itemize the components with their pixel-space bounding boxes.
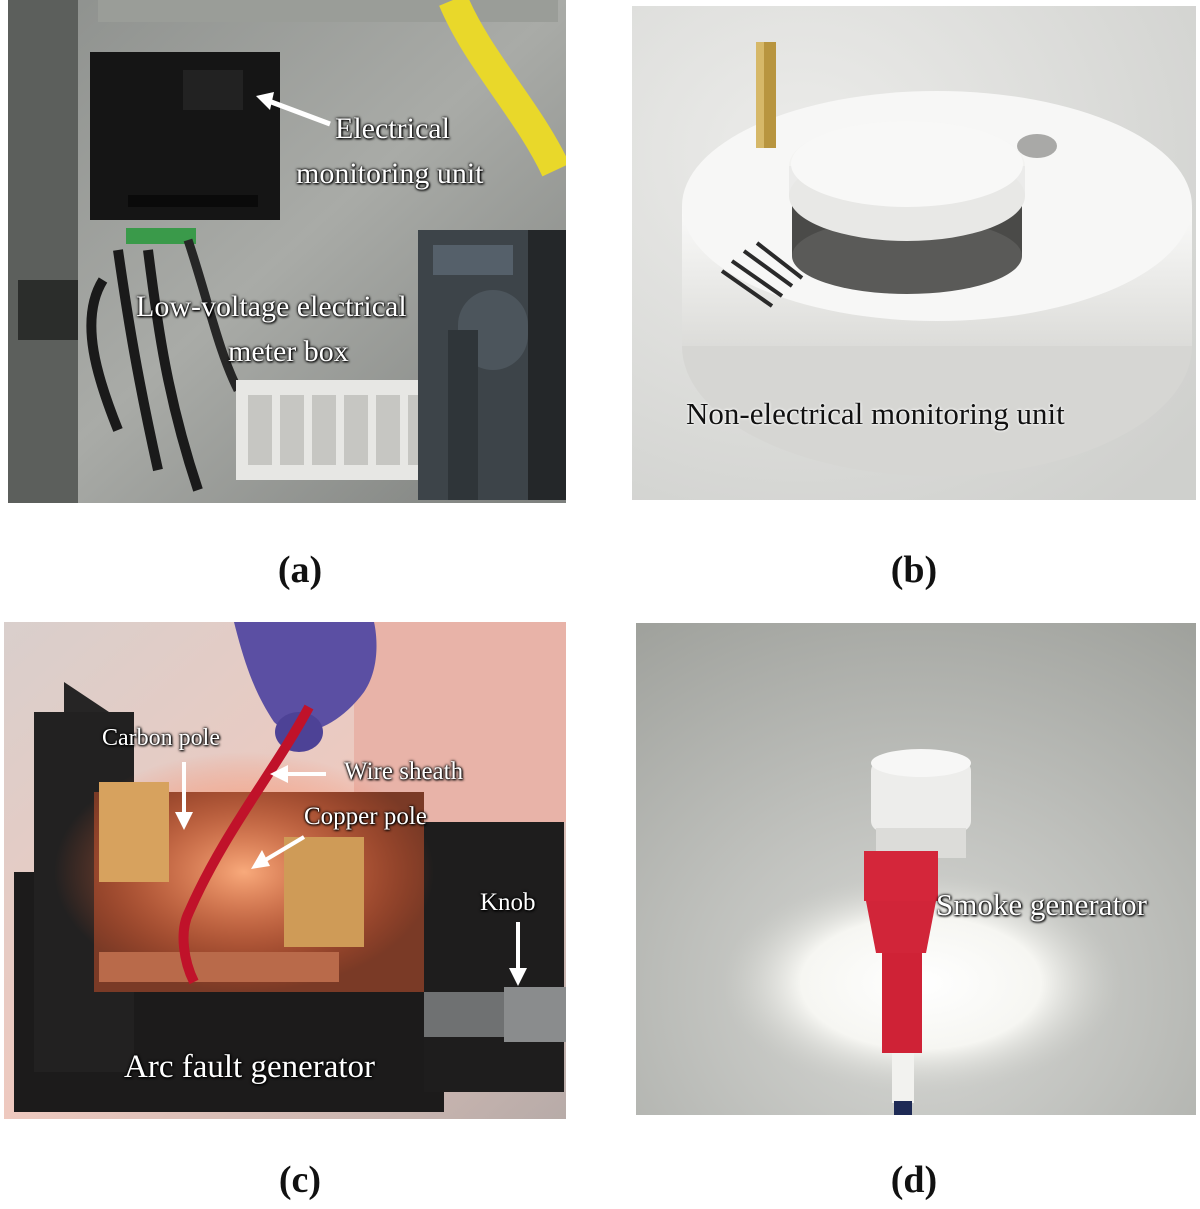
caption-d: (d) <box>890 1159 938 1201</box>
label-arc-fault-generator: Arc fault generator <box>124 1049 376 1085</box>
smoke-generator-photo <box>636 623 1196 1115</box>
caption-b: (b) <box>890 549 938 591</box>
label-electrical-monitoring-unit-line1: Electrical <box>335 112 450 145</box>
label-non-electrical-monitoring-unit: Non-electrical monitoring unit <box>686 396 1065 431</box>
label-carbon-pole: Carbon pole <box>102 725 220 751</box>
photo-panel-c: Carbon pole Wire sheath Copper pole Knob… <box>4 622 566 1119</box>
meter-box-photo <box>8 0 566 503</box>
photo-panel-b: Non-electrical monitoring unit <box>632 6 1196 500</box>
arc-fault-generator-photo <box>4 622 566 1119</box>
caption-a: (a) <box>277 549 323 591</box>
label-electrical-monitoring-unit-line2: monitoring unit <box>296 157 484 190</box>
caption-c: (c) <box>278 1159 322 1201</box>
photo-panel-a: Electrical monitoring unit Low-voltage e… <box>8 0 566 503</box>
label-meter-box-line1: Low-voltage electrical <box>136 290 407 323</box>
label-meter-box-line2: meter box <box>228 335 349 368</box>
label-wire-sheath: Wire sheath <box>344 758 464 785</box>
label-knob: Knob <box>480 889 536 916</box>
label-smoke-generator: Smoke generator <box>936 887 1147 922</box>
photo-panel-d: Smoke generator <box>636 623 1196 1115</box>
label-copper-pole: Copper pole <box>304 803 427 830</box>
smoke-detector-photo <box>632 6 1196 500</box>
